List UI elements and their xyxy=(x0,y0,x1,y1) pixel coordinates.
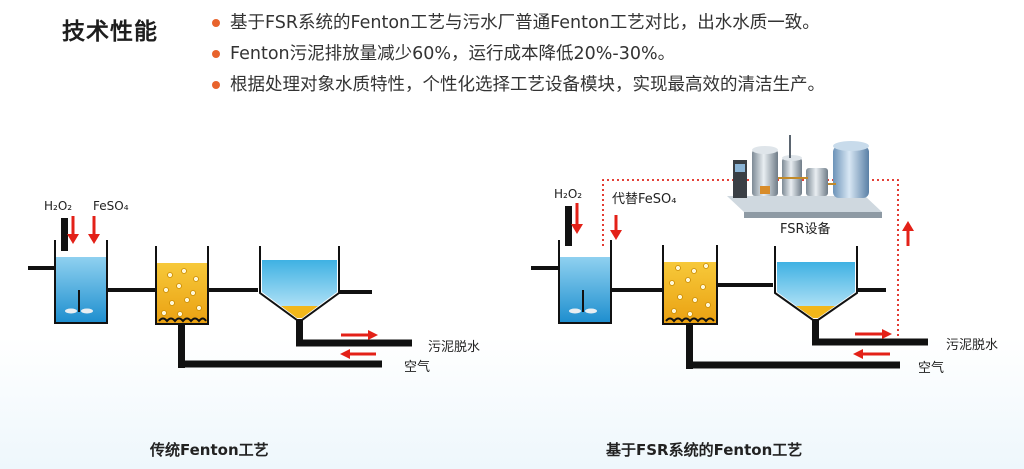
sedimentation-tank xyxy=(774,246,886,344)
reaction-tank xyxy=(558,240,612,324)
fsr-equipment-label: FSR设备 xyxy=(780,221,831,237)
sludge-dewatering-label: 污泥脱水 xyxy=(946,338,998,353)
sedimentation-tank xyxy=(259,246,372,344)
performance-bullet-list: 基于FSR系统的Fenton工艺与污水厂普通Fenton工艺对比，出水水质一致。… xyxy=(210,8,825,101)
air-label: 空气 xyxy=(918,360,944,376)
red-up-arrow xyxy=(902,221,914,246)
bullet-item: 根据处理对象水质特性，个性化选择工艺设备模块，实现最高效的清洁生产。 xyxy=(210,70,825,101)
right-process-diagram: H₂O₂ 代替FeSO₄ xyxy=(531,135,998,459)
red-down-arrow xyxy=(67,216,79,244)
coagulation-tank xyxy=(662,245,718,369)
left-process-diagram: H₂O₂ FeSO₄ xyxy=(28,199,480,459)
red-left-arrow xyxy=(340,349,376,359)
red-right-arrow xyxy=(855,329,892,339)
reagent-feso4-label: FeSO₄ xyxy=(93,199,129,213)
red-right-arrow xyxy=(341,330,378,340)
left-caption: 传统Fenton工艺 xyxy=(149,441,269,459)
coagulation-tank xyxy=(155,246,209,368)
dosing-pipe xyxy=(565,206,572,246)
reaction-tank xyxy=(54,240,108,324)
bullet-item: 基于FSR系统的Fenton工艺与污水厂普通Fenton工艺对比，出水水质一致。 xyxy=(210,8,825,39)
red-down-arrow xyxy=(571,203,583,234)
replace-feso4-label: 代替FeSO₄ xyxy=(612,192,676,207)
bullet-item: Fenton污泥排放量减少60%，运行成本降低20%-30%。 xyxy=(210,39,825,70)
sludge-dewatering-label: 污泥脱水 xyxy=(428,340,480,355)
section-title: 技术性能 xyxy=(62,19,158,45)
reagent-h2o2-label: H₂O₂ xyxy=(44,199,72,213)
red-down-arrow xyxy=(610,215,622,240)
right-caption: 基于FSR系统的Fenton工艺 xyxy=(605,441,802,459)
red-left-arrow xyxy=(853,349,890,359)
reagent-h2o2-label: H₂O₂ xyxy=(554,187,582,201)
dosing-pipe xyxy=(61,218,68,251)
fsr-equipment-image xyxy=(727,135,882,218)
red-down-arrow xyxy=(88,216,100,244)
air-label: 空气 xyxy=(404,359,430,375)
